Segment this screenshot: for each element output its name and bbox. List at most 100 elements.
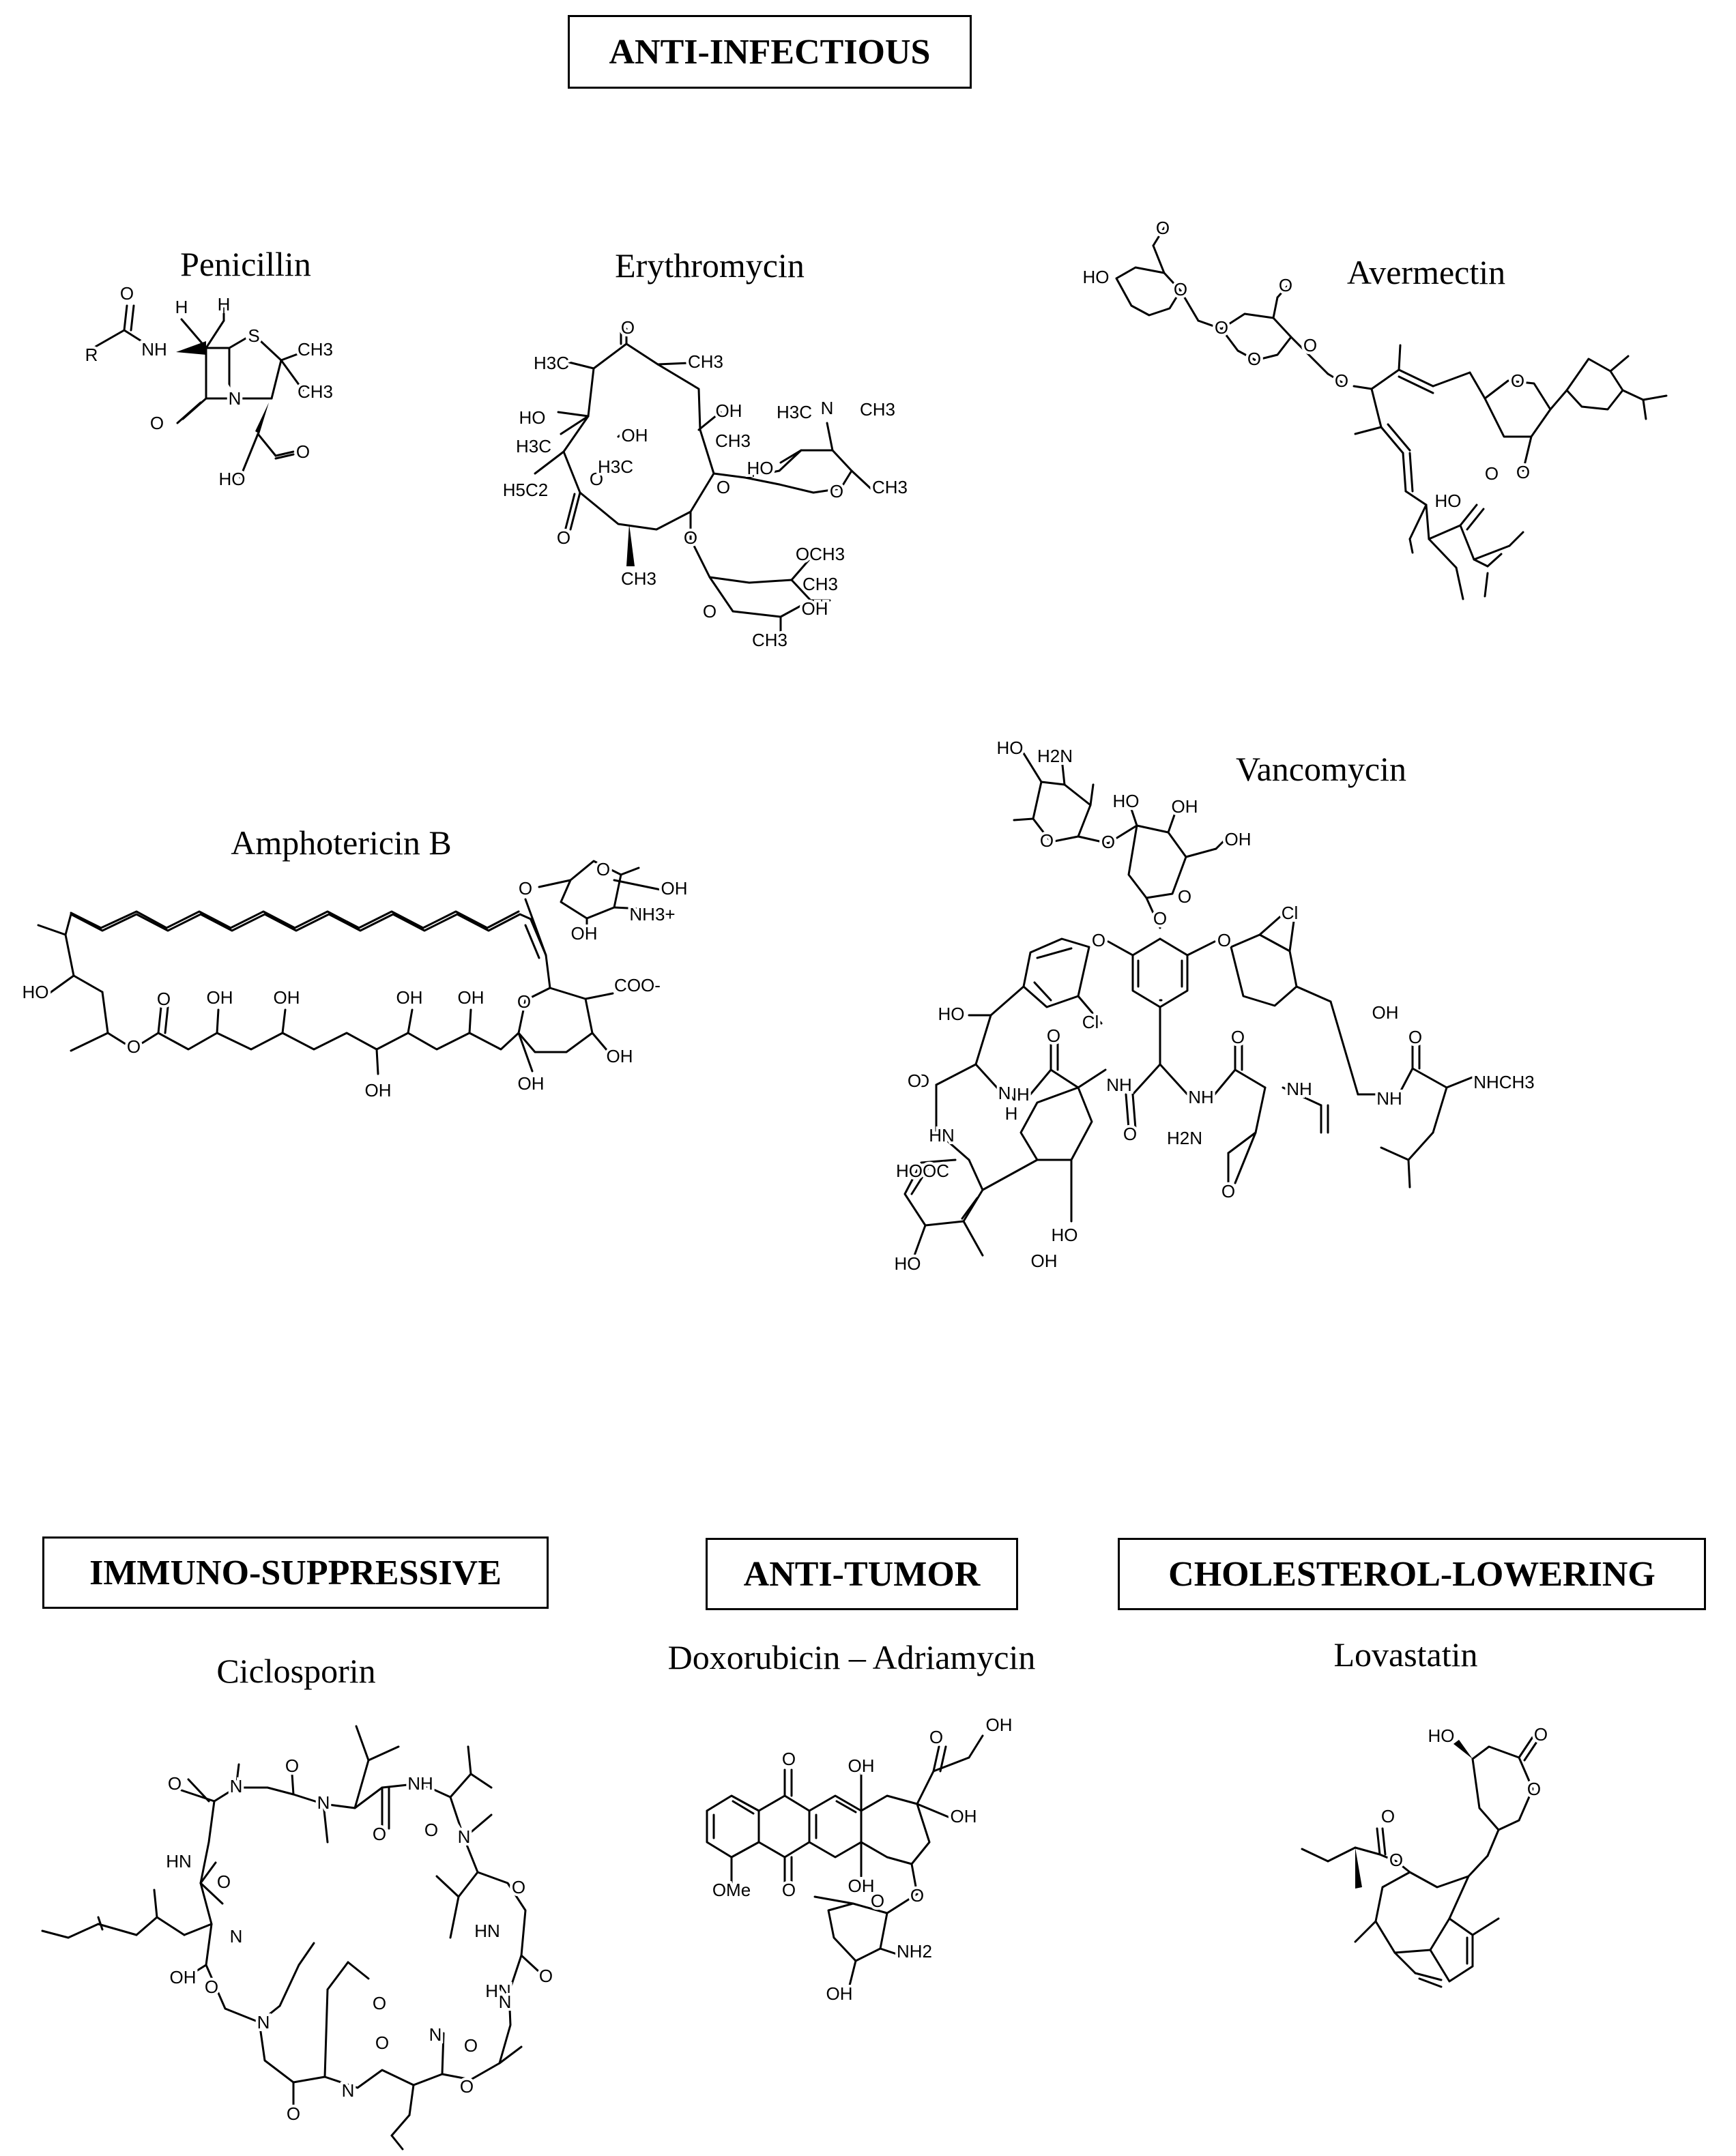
atom-label: O [127, 1036, 141, 1057]
atom-label: Cl [1082, 1012, 1099, 1032]
atom-label: O [157, 989, 171, 1009]
atom-label: O [1303, 335, 1317, 355]
atom-label: H2N [1167, 1128, 1202, 1148]
atom-label: N [257, 2012, 270, 2033]
atom-label: HO [1083, 267, 1110, 287]
atom-label: NH [1106, 1075, 1132, 1095]
atom-label: O [285, 1756, 299, 1776]
atom-label: O [1221, 1181, 1235, 1201]
atom-label: O [120, 283, 134, 304]
atom-label: HO [747, 458, 774, 478]
atom-label: O [464, 2035, 478, 2056]
lovastatin-atom-labels: HO O O O O [1378, 1721, 1550, 1873]
atom-label: CH3 [298, 381, 333, 402]
atom-label: HO [219, 469, 246, 489]
atom-label: OMe [712, 1880, 751, 1900]
atom-label: OH [207, 987, 233, 1008]
atom-label: N [230, 1926, 243, 1947]
atom-label: NH [1286, 1079, 1312, 1099]
atom-label: O [1123, 1124, 1137, 1144]
atom-label: O [1174, 279, 1187, 300]
avermectin-atom-labels: HO O O O O O O O O HO O O [1080, 215, 1533, 514]
atom-label: N [429, 2024, 442, 2045]
atom-label: CH3 [621, 568, 656, 589]
atom-label: O [1408, 1027, 1422, 1047]
atom-label: COO- [614, 975, 661, 995]
atom-label: OH [951, 1806, 977, 1826]
atom-label: HO [519, 407, 546, 428]
atom-label: OH [802, 598, 828, 619]
atom-label: HN [929, 1125, 955, 1146]
section-anti-tumor: ANTI-TUMOR [706, 1538, 1018, 1610]
atom-label: O [830, 481, 843, 501]
atom-label: HO [997, 738, 1024, 758]
vancomycin-atom-labels: HO H2N O HO OH OH O O O O O Cl Cl HO OH … [892, 735, 1537, 1277]
atom-label: OCH3 [796, 544, 845, 564]
atom-label: OH [607, 1046, 633, 1066]
atom-label: O [557, 527, 570, 548]
atom-label: O [1217, 930, 1231, 950]
atom-label: CH3 [752, 630, 787, 650]
atom-label: O [217, 1871, 231, 1892]
atom-label: OH [518, 1073, 545, 1094]
atom-label: H2N [1037, 746, 1073, 766]
atom-label: S [248, 325, 259, 346]
ciclosporin-name: Ciclosporin [216, 1652, 376, 1690]
atom-label: O [1511, 370, 1524, 391]
amphotericin-b-name: Amphotericin B [231, 824, 452, 862]
atom-label: O [539, 1966, 553, 1986]
atom-label: O [296, 441, 310, 462]
amphotericin-b-atom-labels: O O OH OH NH3+ HO OH OH OH OH O COO- O O… [20, 856, 691, 1103]
atom-label: O [871, 1891, 884, 1911]
atom-label: OH [1372, 1002, 1399, 1023]
atom-label: N [499, 1992, 512, 2012]
doxorubicin-name: Doxorubicin – Adriamycin [667, 1638, 1036, 1676]
atom-label: O [910, 1885, 924, 1906]
atom-label: O [205, 1977, 218, 1997]
atom-label: R [85, 345, 98, 365]
atom-label: OH [571, 923, 598, 944]
atom-label: NH [1004, 1084, 1030, 1105]
atom-label: O [519, 878, 532, 899]
atom-label: H5C2 [503, 480, 548, 500]
atom-label: OH [365, 1080, 392, 1101]
atom-label: O [512, 1877, 525, 1897]
atom-label: N [230, 1776, 243, 1796]
atom-label: H [218, 294, 231, 315]
atom-label: HN [485, 1981, 511, 2001]
atom-label: O [1047, 1025, 1060, 1046]
atom-label: OH [986, 1715, 1013, 1735]
section-immuno-suppressive: IMMUNO-SUPPRESSIVE [42, 1536, 549, 1609]
atom-label: OH [458, 987, 484, 1008]
atom-label: O [1040, 830, 1054, 851]
atom-label: O [1153, 908, 1167, 929]
atom-label: N [317, 1792, 330, 1813]
atom-label: O [1156, 218, 1170, 238]
atom-label: O [596, 859, 610, 879]
atom-label: O [373, 1993, 386, 2013]
atom-label: O [916, 1070, 929, 1091]
atom-label: NH2 [897, 1941, 932, 1962]
atom-label: HN [474, 1921, 500, 1941]
atom-label: OH [1031, 1251, 1058, 1271]
atom-label: HO [938, 1004, 965, 1024]
atom-label: CH3 [715, 431, 751, 451]
atom-label: CH3 [802, 574, 838, 594]
avermectin-name: Avermectin [1346, 253, 1506, 291]
atom-label: O [590, 469, 603, 489]
erythromycin-atom-labels: O H3C CH3 OH HO OH H3C CH3 H3C N CH3 H5C… [500, 315, 910, 653]
atom-label: H [1005, 1103, 1018, 1124]
atom-label: O [782, 1749, 796, 1769]
vancomycin-name: Vancomycin [1236, 750, 1406, 788]
atom-label: O [424, 1820, 438, 1840]
atom-label: H [175, 297, 188, 317]
atom-label: HO [1113, 791, 1140, 811]
atom-label: O [1101, 832, 1115, 852]
atom-label: O [1516, 462, 1530, 482]
atom-label: OH [1225, 829, 1252, 849]
atom-label: HO [1428, 1725, 1455, 1746]
